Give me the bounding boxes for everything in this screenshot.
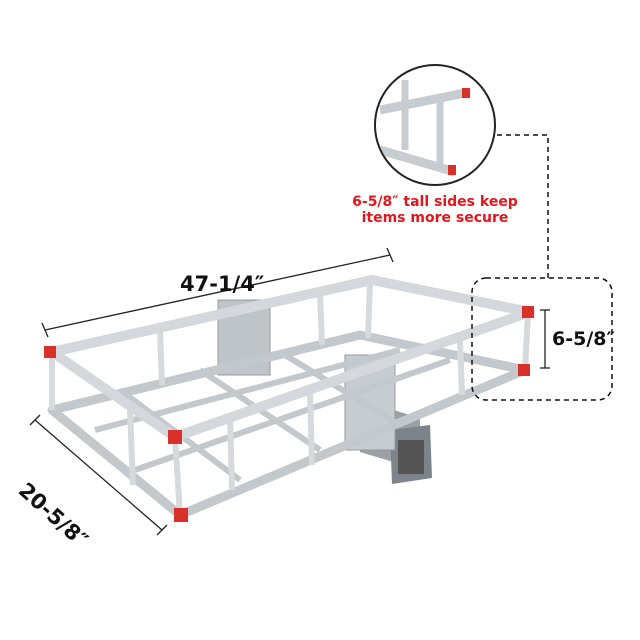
callout-connector xyxy=(471,134,613,401)
dimension-lines xyxy=(29,247,550,536)
end-caps xyxy=(44,306,534,522)
rack-side-posts xyxy=(49,281,531,516)
detail-zoom-circle xyxy=(374,64,496,186)
callout-line-2: items more secure xyxy=(361,210,509,226)
callout-note: 6-5/8″ tall sides keep items more secure xyxy=(345,194,525,226)
callout-line-1: 6-5/8″ tall sides keep xyxy=(352,194,518,210)
rack-bottom-frame xyxy=(47,330,530,520)
length-dimension-label: 47-1/4″ xyxy=(180,272,265,296)
side-height-dimension-label: 6-5/8″ xyxy=(552,328,615,350)
